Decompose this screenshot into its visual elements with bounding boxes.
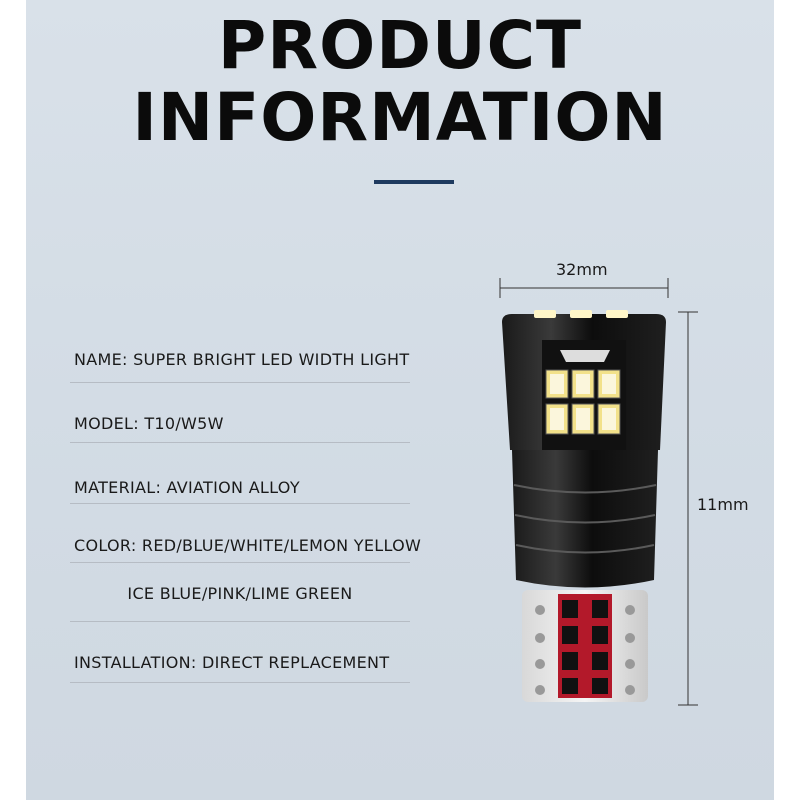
divider	[70, 503, 410, 504]
divider	[70, 621, 410, 622]
divider	[70, 382, 410, 383]
spec-material: MATERIAL: AVIATION ALLOY	[74, 478, 300, 497]
led-bulb-image	[502, 310, 666, 702]
spec-name: NAME: SUPER BRIGHT LED WIDTH LIGHT	[74, 350, 410, 369]
height-dimension-label: 11mm	[697, 495, 749, 514]
divider	[70, 442, 410, 443]
divider	[70, 562, 410, 563]
spec-color: COLOR: RED/BLUE/WHITE/LEMON YELLOW	[74, 536, 422, 555]
divider	[70, 682, 410, 683]
page-title-line-1: PRODUCT	[217, 7, 583, 84]
title-underline	[374, 180, 454, 184]
page-title-line-2: INFORMATION	[132, 79, 668, 156]
spec-color-continued: ICE BLUE/PINK/LIME GREEN	[127, 584, 353, 603]
spec-installation: INSTALLATION: DIRECT REPLACEMENT	[74, 653, 390, 672]
width-dimension-label: 32mm	[556, 260, 608, 279]
spec-model: MODEL: T10/W5W	[74, 414, 224, 433]
